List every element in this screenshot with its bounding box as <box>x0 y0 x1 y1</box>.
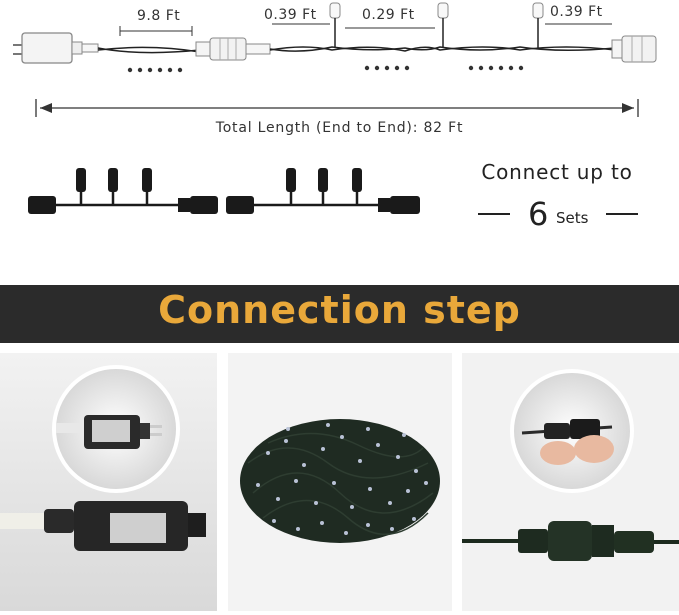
step-light-string-panel <box>228 353 452 611</box>
chained-string-2 <box>226 168 420 214</box>
dash-right <box>606 213 638 215</box>
lead-dimension <box>119 26 193 36</box>
step-adapter-panel <box>0 353 217 611</box>
connect-heading: Connect up to <box>481 160 633 184</box>
end-connector-icon <box>611 35 657 63</box>
dash-left <box>478 213 510 215</box>
chained-string-1 <box>28 168 218 214</box>
connect-count: 6 <box>528 195 549 233</box>
connector-photo <box>462 353 679 611</box>
spacing-right-label: 0.39 Ft <box>550 4 603 20</box>
bulb-icon <box>329 2 341 48</box>
adapter-photo <box>0 353 217 611</box>
connect-unit: Sets <box>556 209 589 227</box>
lead-length-label: 9.8 Ft <box>137 8 181 24</box>
banner-title: Connection step <box>158 288 521 332</box>
step-connector-panel <box>462 353 679 611</box>
spacing-middle-label: 0.29 Ft <box>362 7 415 23</box>
spacing-left-label: 0.39 Ft <box>264 7 317 23</box>
total-length-arrow <box>35 99 639 117</box>
connector-icon <box>195 37 271 61</box>
string-diagram-drawing <box>13 2 657 214</box>
connection-banner <box>0 285 679 343</box>
more-bulbs-dots <box>127 65 524 73</box>
total-length-label: Total Length (End to End): 82 Ft <box>215 120 464 136</box>
light-string-photo <box>228 353 452 611</box>
connect-sets: 6 Sets <box>478 195 642 235</box>
bulb-icon <box>437 2 449 48</box>
plug-icon <box>13 32 99 64</box>
bulb-icon <box>532 2 544 48</box>
